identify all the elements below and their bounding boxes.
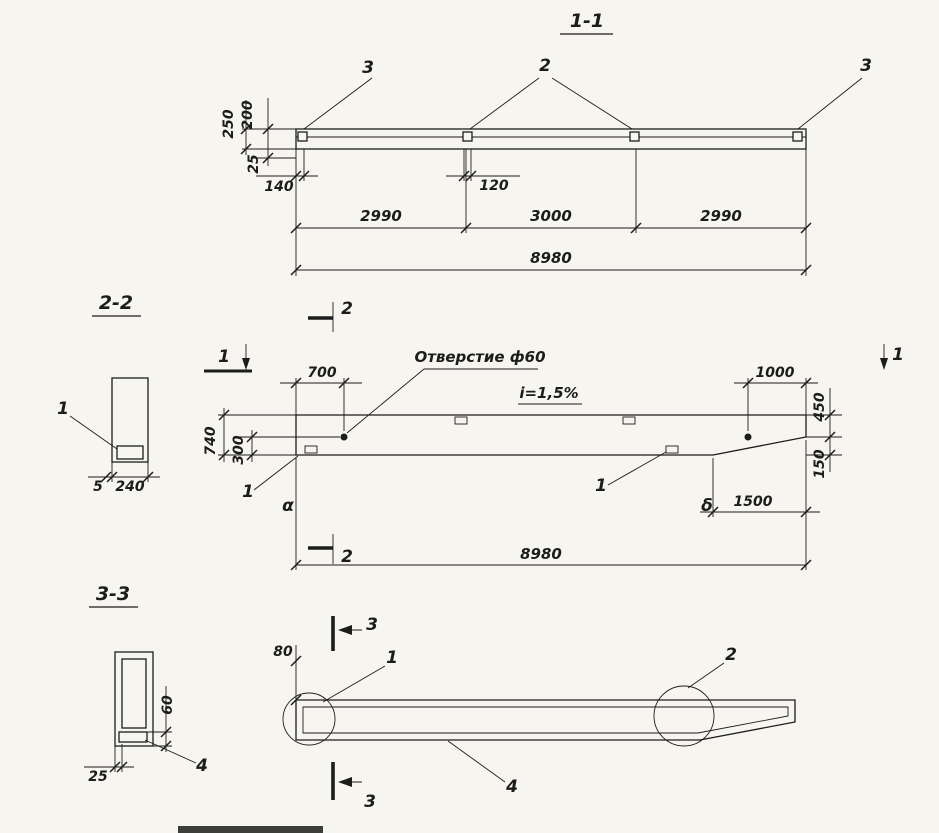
view-2-2-title: 2-2	[99, 292, 133, 314]
callout-4-leader-bottom	[447, 740, 506, 783]
plan-top-dimensions	[280, 377, 818, 431]
bottom-beam-outline	[295, 699, 796, 741]
callout-2-leader-bottom	[687, 662, 725, 689]
callout-1-left-leader	[253, 455, 299, 491]
view-bottom-elevation: 3 80 1 2 4 3	[273, 615, 796, 812]
dim-1500: 1500	[734, 494, 773, 510]
hole-right	[744, 433, 752, 441]
section-mark-3-top	[331, 616, 362, 651]
callout-2-mid: 2	[539, 56, 551, 76]
section-mark-1-left-label: 1	[218, 347, 230, 367]
bottom-callout-4: 4	[505, 777, 518, 797]
dim-span-2990-a: 2990	[360, 207, 402, 225]
beam-outline-1-1	[295, 128, 807, 150]
plan-anchor-marks	[304, 416, 679, 454]
section-3-3-shape	[114, 651, 154, 747]
section-mark-1-left	[204, 344, 252, 373]
plan-left-dimensions	[218, 408, 296, 462]
section-2-2-shape	[111, 377, 149, 463]
dim-150: 150	[812, 449, 828, 478]
view-section-3-3: 3-3 60 25 4	[84, 583, 208, 785]
callout-3-right: 3	[860, 56, 872, 76]
dim-80: 80	[273, 644, 293, 660]
dim-1000: 1000	[756, 365, 795, 381]
dim-140: 140	[264, 179, 293, 195]
plan-callout-1-left: 1	[242, 482, 254, 502]
detail-circle-2	[653, 685, 715, 747]
dim-200: 200	[240, 100, 256, 129]
callout-3-left: 3	[362, 58, 374, 78]
plan-total-dimension	[290, 440, 812, 571]
callout-leaders-1-1	[303, 77, 863, 130]
label-delta: δ	[701, 496, 713, 516]
dim-span-2990-b: 2990	[700, 207, 742, 225]
section-mark-3-bottom	[331, 762, 362, 800]
dim-250: 250	[221, 109, 237, 138]
section-3-3-callout-4: 4	[195, 756, 208, 776]
embedded-anchor-squares	[297, 131, 803, 142]
section-2-2-dimensions	[88, 462, 160, 483]
dim-240: 240	[115, 479, 144, 495]
hole-left	[340, 433, 348, 441]
dim-25-top: 25	[246, 154, 262, 174]
view-3-3-title: 3-3	[96, 583, 130, 605]
callout-1-leader-2-2	[69, 415, 118, 450]
left-dimension-chain-1-1	[240, 98, 296, 166]
view-plan: 2 1 1 Отверстие	[203, 299, 904, 571]
dim-25-bottom: 25	[88, 769, 108, 785]
view-section-2-2: 2-2 1 5 240	[57, 292, 160, 495]
scan-artifact	[178, 826, 323, 833]
section-3-3-dim-25	[84, 744, 134, 773]
slope-label: i=1,5%	[519, 384, 578, 402]
hole-label-leader	[346, 368, 538, 434]
section-mark-2-bottom	[308, 534, 334, 564]
section-mark-3-top-label: 3	[366, 615, 378, 635]
callout-1-leader-bottom	[322, 665, 386, 703]
view-section-1-1: 1-1 3 2 3	[221, 10, 872, 276]
plan-right-dimensions	[806, 388, 842, 472]
dim-450: 450	[812, 392, 828, 422]
callout-4-leader-3-3	[144, 739, 197, 764]
bottom-callout-1: 1	[386, 648, 398, 668]
bottom-callout-2: 2	[725, 645, 737, 665]
section-mark-1-right	[880, 344, 888, 370]
dim-740: 740	[203, 426, 219, 455]
dim-120: 120	[479, 178, 508, 194]
section-mark-2-top-label: 2	[341, 299, 353, 319]
callout-1-right-leader	[607, 451, 667, 486]
hole-label: Отверстие ф60	[414, 348, 545, 366]
section-mark-2-top	[308, 302, 334, 332]
span-dimension-rows-1-1	[290, 149, 812, 276]
plan-callout-1-right: 1	[595, 476, 607, 496]
dim-60: 60	[160, 695, 176, 715]
label-alpha: α	[282, 496, 294, 516]
section-mark-3-bottom-label: 3	[364, 792, 376, 812]
dim-300: 300	[231, 435, 247, 464]
dim-700: 700	[307, 365, 336, 381]
dim-span-3000: 3000	[530, 207, 572, 225]
view-1-1-title: 1-1	[570, 10, 604, 32]
section-2-2-callout-1: 1	[57, 399, 69, 419]
plan-outline	[295, 414, 807, 456]
detail-circle-1	[282, 692, 336, 746]
section-mark-2-bottom-label: 2	[341, 547, 353, 567]
dim-5: 5	[93, 479, 103, 495]
dim-total-8980-top: 8980	[530, 249, 572, 267]
section-3-3-dim-60	[147, 686, 172, 752]
dim-total-8980-plan: 8980	[520, 545, 562, 563]
section-mark-1-right-label: 1	[892, 345, 904, 365]
